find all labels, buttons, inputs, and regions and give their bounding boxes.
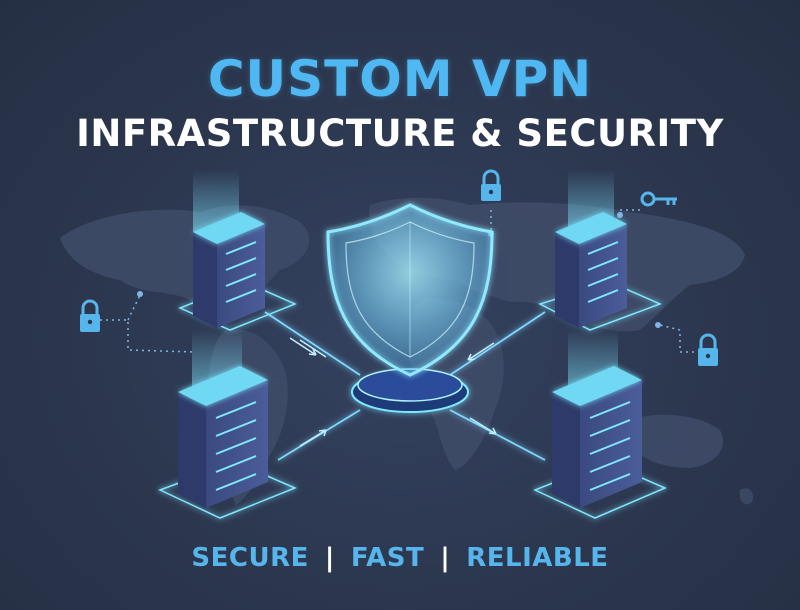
server-rack-top-right xyxy=(538,170,662,331)
page-subtitle: INFRASTRUCTURE & SECURITY xyxy=(76,112,724,155)
shield-icon xyxy=(326,203,494,413)
padlock-icon xyxy=(80,299,100,332)
data-flow-arrows xyxy=(289,337,497,447)
tagline-separator: | xyxy=(440,543,451,573)
lock-connectors xyxy=(100,209,700,353)
server-rack-bottom-right xyxy=(533,330,667,519)
tagline-item-reliable: RELIABLE xyxy=(466,543,609,573)
tagline: SECURE | FAST | RELIABLE xyxy=(0,543,800,573)
server-rack-top-left xyxy=(178,170,297,331)
page-title: CUSTOM VPN xyxy=(207,50,593,108)
padlock-icon xyxy=(481,169,501,201)
padlock-icon xyxy=(698,333,718,366)
tagline-separator: | xyxy=(324,543,335,573)
tagline-item-secure: SECURE xyxy=(191,543,309,573)
server-rack-bottom-left xyxy=(158,330,297,519)
key-icon xyxy=(640,191,677,207)
tagline-item-fast: FAST xyxy=(350,543,425,573)
